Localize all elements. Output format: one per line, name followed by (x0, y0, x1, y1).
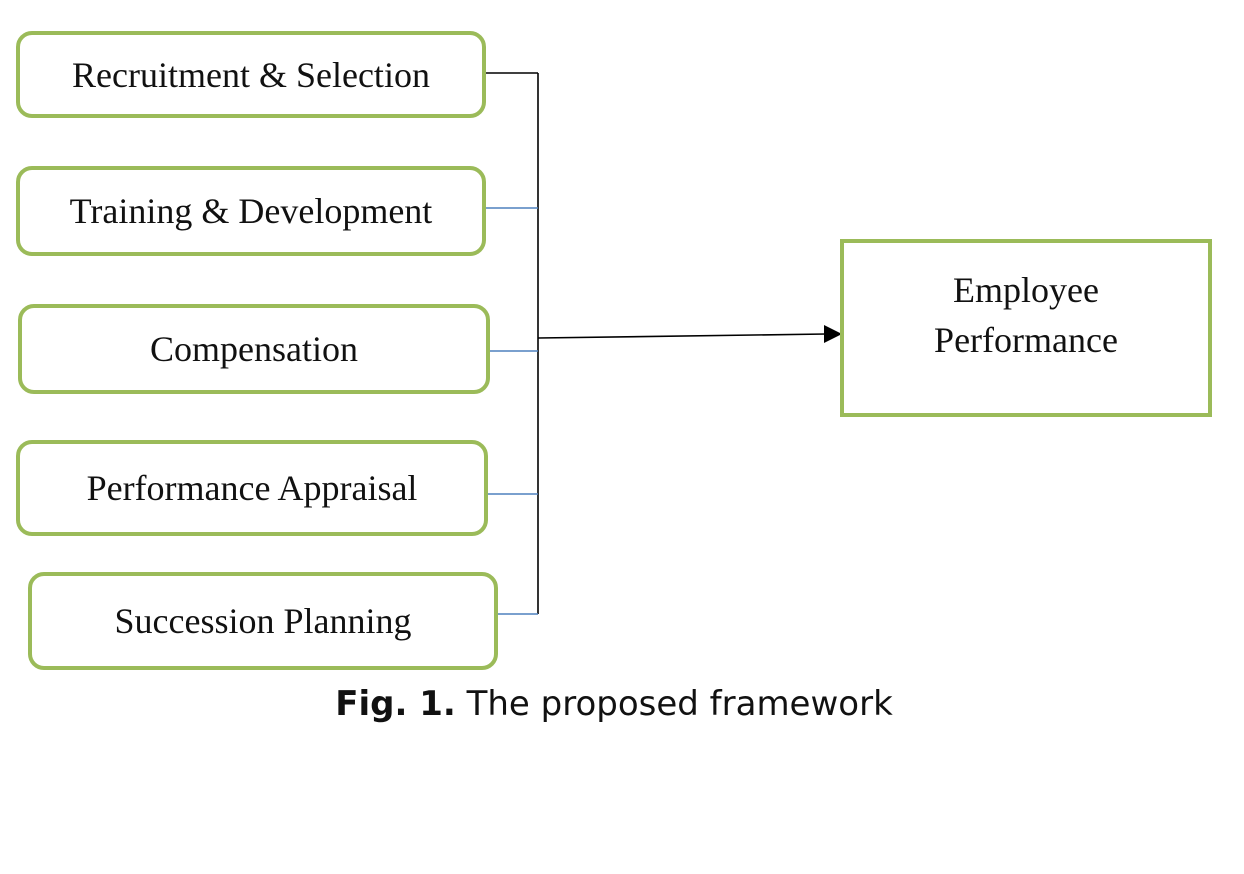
figure-caption: Fig. 1. The proposed framework (0, 684, 1228, 724)
outcome-label-line2: Performance (934, 320, 1118, 360)
input-label: Training & Development (69, 191, 433, 231)
outcome-box-employee-performance: Employee Performance (840, 239, 1212, 417)
input-box-recruitment-selection: Recruitment & Selection (16, 31, 486, 118)
input-label: Compensation (150, 329, 358, 369)
caption-prefix: Fig. 1. (335, 684, 456, 724)
input-box-performance-appraisal: Performance Appraisal (16, 440, 488, 536)
input-box-training-development: Training & Development (16, 166, 486, 256)
input-label: Recruitment & Selection (72, 54, 430, 95)
caption-text: The proposed framework (466, 684, 893, 724)
input-label: Succession Planning (114, 601, 412, 641)
outcome-label-line1: Employee (953, 270, 1099, 310)
input-box-succession-planning: Succession Planning (28, 572, 498, 670)
input-label: Performance Appraisal (86, 468, 418, 508)
input-box-compensation: Compensation (18, 304, 490, 394)
connector-arrow-line (537, 333, 827, 339)
